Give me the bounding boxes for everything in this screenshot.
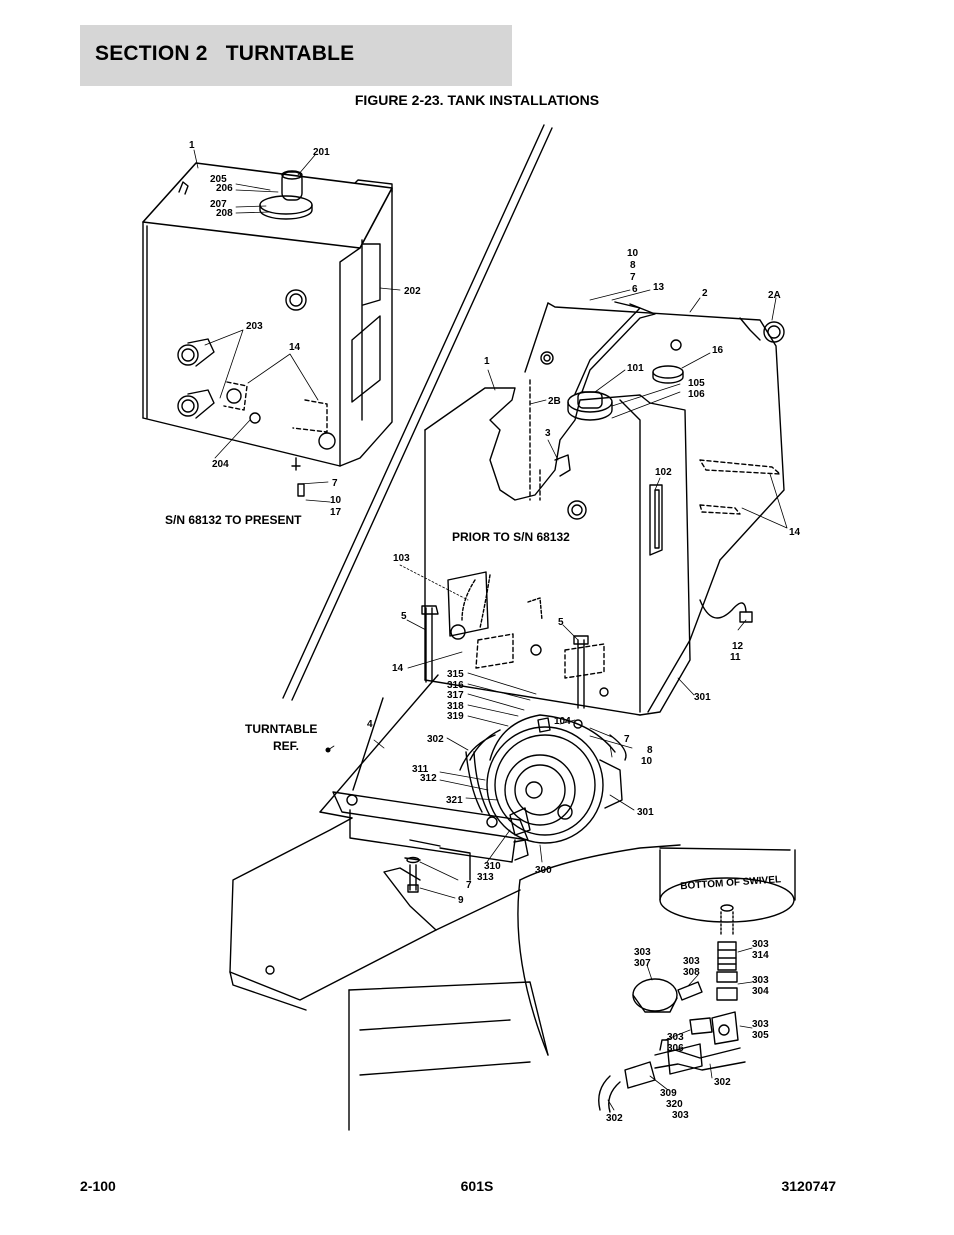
leader-lines	[193, 149, 788, 1111]
callout: 7	[630, 272, 636, 283]
callout: 303	[683, 956, 700, 967]
callout: 302	[427, 734, 444, 745]
callout: 305	[752, 1030, 769, 1041]
callout: 306	[667, 1043, 684, 1054]
callout: 2B	[548, 396, 561, 407]
callout: 314	[752, 950, 769, 961]
callout: 207	[210, 199, 227, 210]
caption-ref: REF.	[273, 739, 299, 753]
section-title: SECTION 2 TURNTABLE	[95, 42, 355, 65]
callout: 8	[630, 260, 636, 271]
callout: 318	[447, 701, 464, 712]
callout: 103	[393, 553, 410, 564]
right-tank-front	[421, 379, 691, 729]
callout: 310	[484, 861, 501, 872]
callout: 1	[484, 356, 490, 367]
callout: 301	[694, 692, 711, 703]
callout: 14	[789, 527, 801, 538]
callout: 12	[732, 641, 744, 652]
callout: 308	[683, 967, 700, 978]
callout-labels: 1 201 205 206 207 208 202 203 14 204 7 1…	[189, 140, 801, 1124]
callout: 303	[667, 1032, 684, 1043]
callout: 3	[545, 428, 551, 439]
figure-title: FIGURE 2-23. TANK INSTALLATIONS	[354, 92, 600, 108]
callout: 303	[752, 939, 769, 950]
callout: 7	[624, 734, 630, 745]
swivel-detail	[598, 849, 796, 1113]
callout: 302	[714, 1077, 731, 1088]
callout: 304	[752, 986, 769, 997]
callout: 317	[447, 690, 464, 701]
callout: 5	[401, 611, 407, 622]
right-tank	[524, 301, 785, 713]
callout: 1	[189, 140, 195, 151]
callout: 203	[246, 321, 263, 332]
callout: 316	[447, 680, 464, 691]
callout: 313	[477, 872, 494, 883]
caption-swivel: BOTTOM OF SWIVEL	[680, 874, 781, 892]
callout: 102	[655, 467, 672, 478]
callout: 205	[210, 174, 227, 185]
callout: 321	[446, 795, 463, 806]
callout: 6	[632, 284, 638, 295]
callout: 106	[688, 389, 705, 400]
ground-shapes	[348, 844, 791, 1131]
callout: 311	[412, 764, 429, 775]
document-number: 3120747	[781, 1178, 836, 1194]
callout: 10	[627, 248, 639, 259]
callout: 2	[702, 288, 708, 299]
callout: 303	[634, 947, 651, 958]
callout: 303	[752, 1019, 769, 1030]
callout: 14	[392, 663, 404, 674]
callout: 13	[653, 282, 665, 293]
callout: 101	[627, 363, 644, 374]
callout: 309	[660, 1088, 677, 1099]
callout: 5	[558, 617, 564, 628]
caption-left: S/N 68132 TO PRESENT	[165, 513, 302, 527]
callout: 4	[367, 719, 373, 730]
callout: 206	[216, 183, 233, 194]
callout: 315	[447, 669, 464, 680]
callout: 307	[634, 958, 651, 969]
callout: 303	[752, 975, 769, 986]
model-number: 601S	[460, 1178, 494, 1194]
callout: 204	[212, 459, 229, 470]
callout: 201	[313, 147, 330, 158]
callout: 17	[330, 507, 342, 518]
callout: 105	[688, 378, 705, 389]
left-tank	[142, 162, 393, 497]
callout: 303	[672, 1110, 689, 1121]
callout: 300	[535, 865, 552, 876]
turntable-plate	[229, 674, 529, 1011]
callout: 104	[554, 716, 571, 727]
callout: 16	[712, 345, 724, 356]
callout: 7	[332, 478, 338, 489]
section-header: SECTION 2 TURNTABLE	[80, 25, 512, 86]
caption-right: PRIOR TO S/N 68132	[452, 530, 570, 544]
callout: 302	[606, 1113, 623, 1124]
callout: 320	[666, 1099, 683, 1110]
page-number: 2-100	[80, 1178, 116, 1194]
callout: 312	[420, 773, 437, 784]
callout: 301	[637, 807, 654, 818]
callout: 10	[641, 756, 653, 767]
swivel-assembly	[459, 714, 627, 844]
callout: 10	[330, 495, 342, 506]
callout: 319	[447, 711, 464, 722]
callout: 9	[458, 895, 464, 906]
callout: 208	[216, 208, 233, 219]
caption-turntable: TURNTABLE	[245, 722, 317, 736]
callout: 8	[647, 745, 653, 756]
callout: 202	[404, 286, 421, 297]
callout: 2A	[768, 290, 781, 301]
callout: 14	[289, 342, 301, 353]
callout: 7	[466, 880, 472, 891]
callout: 11	[730, 652, 741, 663]
